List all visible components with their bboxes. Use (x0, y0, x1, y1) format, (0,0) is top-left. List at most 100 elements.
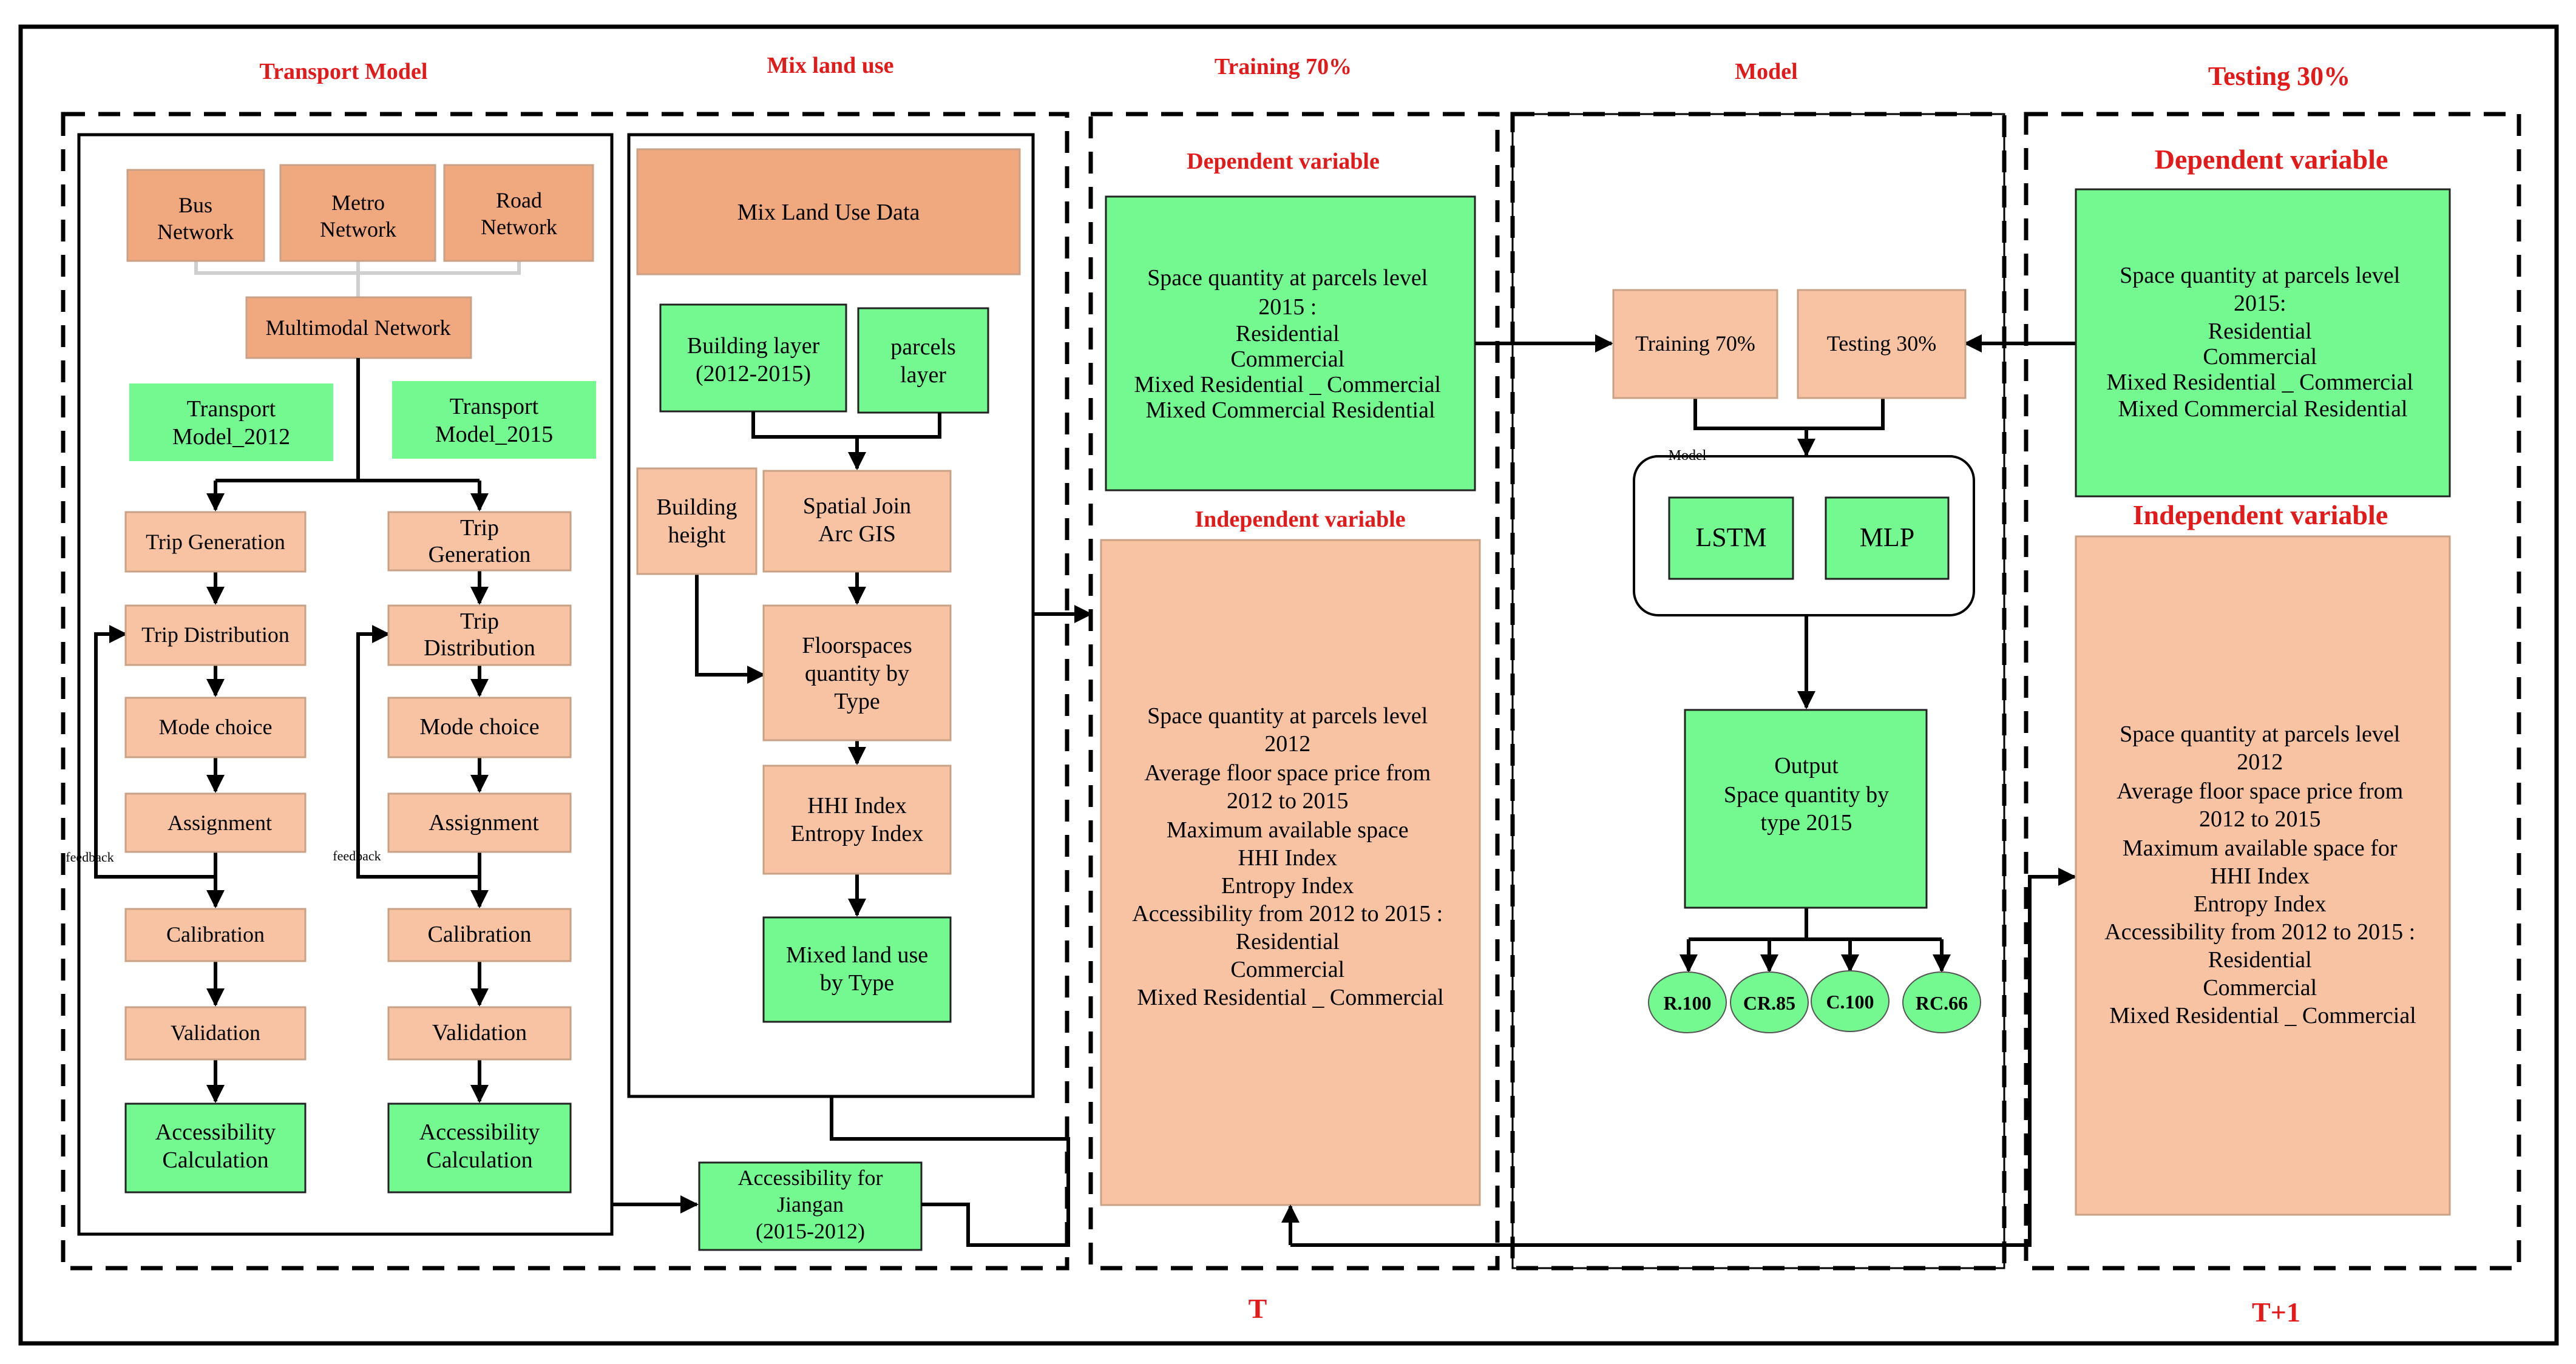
transport-model-2012-box (129, 383, 333, 461)
calibration-2012-box (124, 908, 307, 962)
trip-distribution-2015-box (387, 604, 572, 666)
assignment-2015-box (387, 792, 572, 853)
mix-land-use-data-label: Mix Land Use Data (737, 200, 920, 225)
lstm-label: LSTM (1695, 522, 1766, 552)
testing-dependent-heading: Dependent variable (2155, 144, 2388, 175)
transport-connectors (94, 358, 489, 1103)
output-r100-node (1648, 971, 1727, 1033)
training-dependent-heading: Dependent variable (1187, 149, 1380, 174)
floorspaces-box (762, 604, 952, 741)
testing-dashed-group (2024, 112, 2521, 1271)
network-connectors (194, 261, 521, 297)
transport-panel (77, 133, 614, 1236)
multimodal-network-box (245, 296, 472, 359)
mixed-land-use-box (762, 916, 952, 1023)
heading-model: Model (1735, 59, 1797, 84)
mode-choice-2015-label: Mode choice (419, 714, 539, 740)
mix-land-use-data-box (636, 148, 1021, 275)
validation-2015-box (387, 1006, 572, 1061)
building-layer-label: Building layer(2012-2015) (687, 333, 820, 387)
calibration-2015-box (387, 908, 572, 962)
model-container-label: Model (1669, 448, 1707, 464)
mlp-box (1825, 496, 1950, 580)
model-inner-panel (1511, 113, 2005, 1269)
heading-testing: Testing 30% (2208, 61, 2350, 91)
output-cr85-node (1730, 971, 1809, 1033)
training-dependent-box (1105, 195, 1476, 491)
model-training-box (1612, 289, 1778, 399)
model-dashed-group (1510, 112, 2007, 1271)
heading-t-plus-1: T+1 (2252, 1297, 2300, 1328)
testing-independent-text: Space quantity at parcels level 2012 Ave… (2104, 721, 2421, 1028)
calibration-2015-label: Calibration (428, 922, 532, 947)
accessibility-calc-2015-box (387, 1102, 572, 1194)
trip-generation-2012-label: Trip Generation (146, 530, 285, 554)
testing-dependent-box (2075, 188, 2451, 498)
heading-t: T (1249, 1293, 1267, 1324)
output-c100-label: C.100 (1826, 991, 1874, 1013)
building-height-box (636, 467, 758, 575)
output-c100-node (1811, 970, 1890, 1032)
assignment-2012-box (124, 792, 307, 853)
validation-2012-box (124, 1006, 307, 1061)
mode-choice-2012-box (124, 697, 307, 758)
heading-mix-land-use: Mix land use (767, 53, 893, 78)
jiangan-accessibility-box (698, 1161, 923, 1251)
mode-choice-2012-label: Mode choice (159, 715, 273, 739)
metro-network-box (279, 164, 436, 262)
mode-choice-2015-box (387, 697, 572, 758)
training-independent-heading: Independent variable (1195, 507, 1405, 532)
validation-2012-label: Validation (171, 1021, 260, 1045)
mlp-label: MLP (1860, 522, 1914, 552)
testing-independent-heading: Independent variable (2133, 499, 2388, 530)
transport-model-2015-box (392, 381, 596, 459)
output-rc66-node (1902, 971, 1981, 1033)
outer-frame (18, 24, 2559, 1346)
testing-dependent-text: Space quantity at parcels level 2015: Re… (2106, 263, 2419, 422)
testing-independent-box (2075, 535, 2451, 1216)
spatial-join-box (762, 470, 952, 573)
lstm-box (1668, 496, 1794, 580)
building-layer-box (659, 303, 847, 413)
model-training-label: Training 70% (1635, 331, 1755, 356)
validation-2015-label: Validation (432, 1020, 527, 1045)
heading-training: Training 70% (1215, 54, 1352, 79)
parcels-layer-box (857, 307, 989, 414)
hhi-entropy-box (762, 765, 952, 875)
calibration-2012-label: Calibration (166, 922, 265, 947)
trip-distribution-2012-box (124, 604, 307, 666)
assignment-2012-label: Assignment (168, 811, 272, 835)
model-testing-label: Testing 30% (1827, 331, 1936, 356)
road-network-box (443, 164, 594, 262)
bus-network-box (126, 169, 265, 262)
accessibility-calc-2012-box (124, 1102, 307, 1194)
output-r100-label: R.100 (1663, 992, 1711, 1014)
feedback-label-left: feedback (66, 849, 114, 865)
model-testing-box (1797, 289, 1967, 399)
feedback-label-right: feedback (333, 848, 381, 863)
output-cr85-label: CR.85 (1743, 992, 1795, 1014)
training-independent-text: Space quantity at parcels level 2012 Ave… (1132, 703, 1448, 1010)
left-dashed-group (61, 112, 1069, 1271)
output-box (1684, 709, 1928, 909)
output-rc66-label: RC.66 (1916, 992, 1968, 1014)
trip-generation-2012-box (124, 511, 307, 573)
